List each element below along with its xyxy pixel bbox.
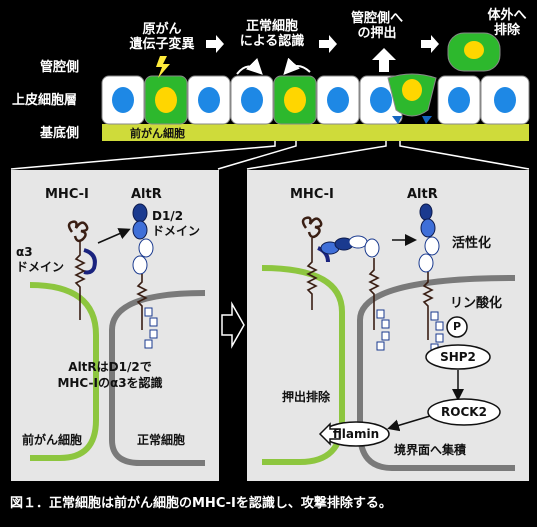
step-extrusion-label: 管腔側へ の押出 [350, 11, 403, 41]
altr-label-right: AltR [407, 187, 438, 202]
zoom-line-mid2 [246, 141, 387, 170]
mhc-i-molecule-left [67, 220, 97, 320]
alpha3-domain-label: α3 ドメイン [16, 245, 65, 274]
recognition-arrow-right [283, 57, 311, 75]
extruded-cell [447, 32, 501, 72]
panel-arrow [221, 301, 245, 349]
zoom-line-right [399, 141, 530, 170]
accumulate-label: 境界面へ集積 [394, 443, 467, 457]
d12-arrow [97, 228, 131, 244]
d12-domain-label: D1/2 ドメイン [152, 209, 201, 238]
basal-membrane [102, 124, 529, 141]
normal-cell-label: 正常細胞 [137, 433, 186, 447]
extrusion-label: 押出排除 [282, 390, 331, 404]
step-mutation-label: 原がん 遺伝子変異 [129, 22, 195, 52]
right-membranes [261, 265, 516, 471]
extrusion-up-arrow [372, 48, 396, 72]
shp2-label: SHP2 [440, 350, 476, 364]
step-elimination-label: 体外へ 排除 [487, 8, 527, 38]
zoom-line-mid [217, 141, 297, 170]
activation-label: 活性化 [452, 236, 492, 251]
altr-bound-right [320, 235, 390, 351]
recognition-text: AltRはD1/2で MHC-Iのα3を認識 [57, 360, 163, 390]
phospho-p-label: P [452, 320, 462, 333]
left-membranes [29, 282, 206, 466]
recognition-arrow-left [236, 57, 263, 75]
basal-label: 基底側 [40, 126, 80, 141]
step-arrow [421, 35, 439, 53]
altr-label-left: AltR [131, 187, 162, 202]
figure-caption: 図１．正常細胞は前がん細胞のMHC-Iを認識し、攻撃排除する。 [10, 496, 392, 511]
step-recognition-label: 正常細胞 による認識 [239, 19, 305, 49]
lumen-label: 管腔側 [40, 60, 80, 75]
step-arrow [319, 35, 337, 53]
mhc-i-label-left: MHC-I [45, 187, 89, 202]
phospho-circle [446, 316, 468, 338]
epithelium-label: 上皮細胞層 [12, 93, 78, 108]
phosphorylation-label: リン酸化 [450, 296, 503, 311]
altr-molecule-left [132, 203, 158, 349]
rock2-node [427, 398, 501, 426]
mutation-bolt-icon [156, 56, 170, 78]
mhc-i-label-right: MHC-I [290, 187, 334, 202]
precancer-cell-label: 前がん細胞 [22, 433, 83, 447]
epithelium-layer [101, 73, 530, 125]
zoom-line-left [10, 141, 276, 170]
filamin-label: filamin [332, 427, 380, 441]
step-arrow [206, 35, 224, 53]
extrusion-hollow-arrow [318, 422, 341, 446]
shp2-node [425, 344, 491, 370]
rock2-label: ROCK2 [441, 405, 487, 419]
precancer-basal-label: 前がん細胞 [130, 127, 185, 140]
